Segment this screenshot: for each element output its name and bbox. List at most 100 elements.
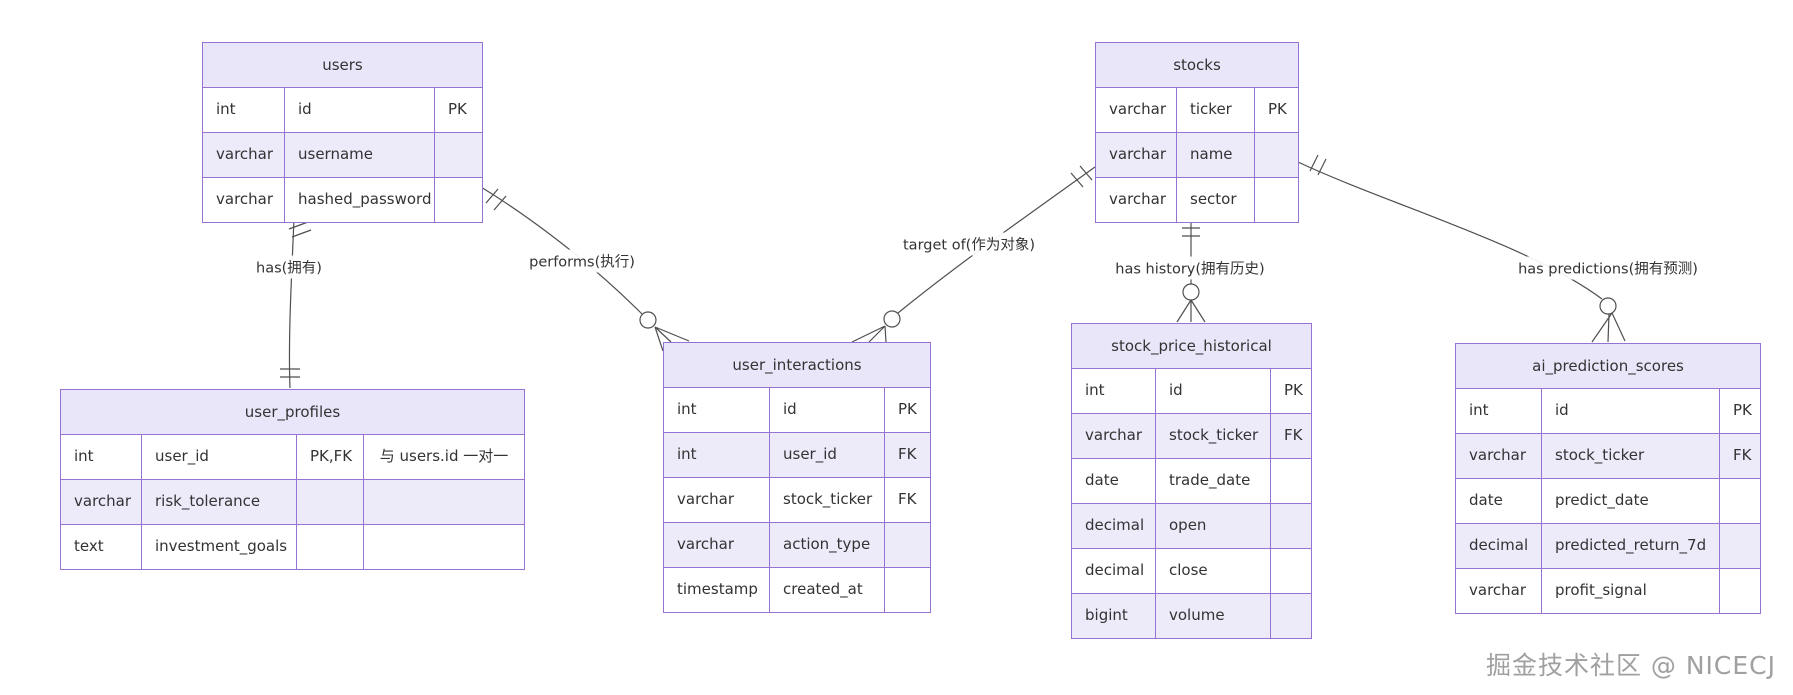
entity-title: stocks: [1096, 43, 1298, 87]
attribute-row: date predict_date: [1456, 478, 1760, 523]
relationship-label: target of(作为对象): [898, 232, 1040, 256]
one-marker-icon: [1309, 154, 1327, 176]
attr-name: risk_tolerance: [141, 480, 296, 524]
entity-title: user_profiles: [61, 390, 524, 434]
attr-type: int: [1085, 381, 1105, 399]
attribute-row: int id PK: [203, 87, 482, 132]
attr-key: [1719, 524, 1760, 568]
attr-key: PK,FK: [296, 435, 363, 479]
attr-comment: [363, 525, 524, 569]
attr-type: varchar: [1085, 426, 1143, 444]
one-marker-icon: [288, 221, 312, 238]
entity-title: users: [203, 43, 482, 87]
attr-key: [1719, 479, 1760, 523]
attr-type: varchar: [1109, 145, 1167, 163]
attribute-row: varchar action_type: [664, 522, 930, 567]
attribute-row: varchar sector: [1096, 177, 1298, 222]
zero-or-many-marker-icon: [851, 310, 901, 343]
attr-comment: 与 users.id 一对一: [363, 435, 524, 479]
attr-name: trade_date: [1155, 459, 1270, 503]
attr-type: varchar: [216, 190, 274, 208]
attr-name: username: [284, 133, 434, 177]
attr-key: [1719, 569, 1760, 613]
attribute-row: decimal open: [1072, 503, 1311, 548]
attr-key: PK: [1270, 369, 1311, 413]
attr-name: predict_date: [1541, 479, 1719, 523]
attribute-row: bigint volume: [1072, 593, 1311, 638]
attr-name: ticker: [1176, 88, 1254, 132]
attr-name: name: [1176, 133, 1254, 177]
attr-key: [1254, 178, 1298, 222]
attr-name: hashed_password: [284, 178, 434, 222]
attribute-row: varchar username: [203, 132, 482, 177]
attr-name: stock_ticker: [1155, 414, 1270, 458]
relationship-label: has predictions(拥有预测): [1513, 256, 1703, 280]
attr-name: action_type: [769, 523, 884, 567]
attribute-row: int user_id FK: [664, 432, 930, 477]
attribute-row: int id PK: [1072, 368, 1311, 413]
attr-type: varchar: [677, 535, 735, 553]
attr-type: decimal: [1085, 561, 1145, 579]
entity-users: users int id PK varchar username varchar…: [202, 42, 483, 223]
attribute-row: int user_id PK,FK 与 users.id 一对一: [61, 434, 524, 479]
attribute-row: int id PK: [1456, 388, 1760, 433]
attr-type: varchar: [1469, 446, 1527, 464]
attr-key: FK: [1719, 434, 1760, 478]
one-marker-icon: [1070, 165, 1093, 188]
attr-key: PK: [434, 88, 482, 132]
attr-type: decimal: [1085, 516, 1145, 534]
attribute-row: decimal close: [1072, 548, 1311, 593]
one-marker-icon: [485, 188, 507, 211]
attr-name: id: [1541, 389, 1719, 433]
zero-or-many-marker-icon: [1176, 283, 1206, 323]
attr-key: PK: [1719, 389, 1760, 433]
attribute-row: date trade_date: [1072, 458, 1311, 503]
attr-type: varchar: [216, 145, 274, 163]
attr-type: date: [1085, 471, 1119, 489]
attr-key: [434, 178, 482, 222]
attr-type: timestamp: [677, 580, 758, 598]
rel-users-user-profiles: [280, 217, 312, 389]
attr-type: date: [1469, 491, 1503, 509]
attr-type: decimal: [1469, 536, 1529, 554]
attr-key: FK: [884, 433, 930, 477]
rel-users-user-interactions: [480, 186, 690, 352]
attribute-row: timestamp created_at: [664, 567, 930, 612]
attr-key: PK: [1254, 88, 1298, 132]
attr-name: user_id: [769, 433, 884, 477]
zero-or-many-marker-icon: [1591, 297, 1626, 343]
attribute-row: varchar stock_ticker FK: [1072, 413, 1311, 458]
attr-name: sector: [1176, 178, 1254, 222]
attr-name: id: [284, 88, 434, 132]
attr-key: FK: [884, 478, 930, 522]
attr-key: [1270, 459, 1311, 503]
attr-name: id: [769, 388, 884, 432]
entity-stocks: stocks varchar ticker PK varchar name va…: [1095, 42, 1299, 223]
entity-title: ai_prediction_scores: [1456, 344, 1760, 388]
attr-key: [1270, 594, 1311, 638]
attr-key: PK: [884, 388, 930, 432]
entity-ai-prediction-scores: ai_prediction_scores int id PK varchar s…: [1455, 343, 1761, 614]
attr-comment: [363, 480, 524, 524]
entity-user-profiles: user_profiles int user_id PK,FK 与 users.…: [60, 389, 525, 570]
attr-type: bigint: [1085, 606, 1128, 624]
attribute-row: varchar risk_tolerance: [61, 479, 524, 524]
attr-name: close: [1155, 549, 1270, 593]
attr-type: int: [677, 445, 697, 463]
attr-key: [1270, 549, 1311, 593]
one-marker-icon: [1182, 227, 1200, 237]
attr-type: varchar: [74, 492, 132, 510]
attr-key: [434, 133, 482, 177]
attr-name: stock_ticker: [1541, 434, 1719, 478]
attr-type: varchar: [1469, 581, 1527, 599]
attribute-row: text investment_goals: [61, 524, 524, 569]
attribute-row: varchar profit_signal: [1456, 568, 1760, 613]
rel-stocks-stock-price-historical: [1176, 218, 1206, 323]
attribute-row: varchar ticker PK: [1096, 87, 1298, 132]
attr-type: int: [216, 100, 236, 118]
entity-user-interactions: user_interactions int id PK int user_id …: [663, 342, 931, 613]
attr-name: predicted_return_7d: [1541, 524, 1719, 568]
attr-key: [884, 568, 930, 612]
